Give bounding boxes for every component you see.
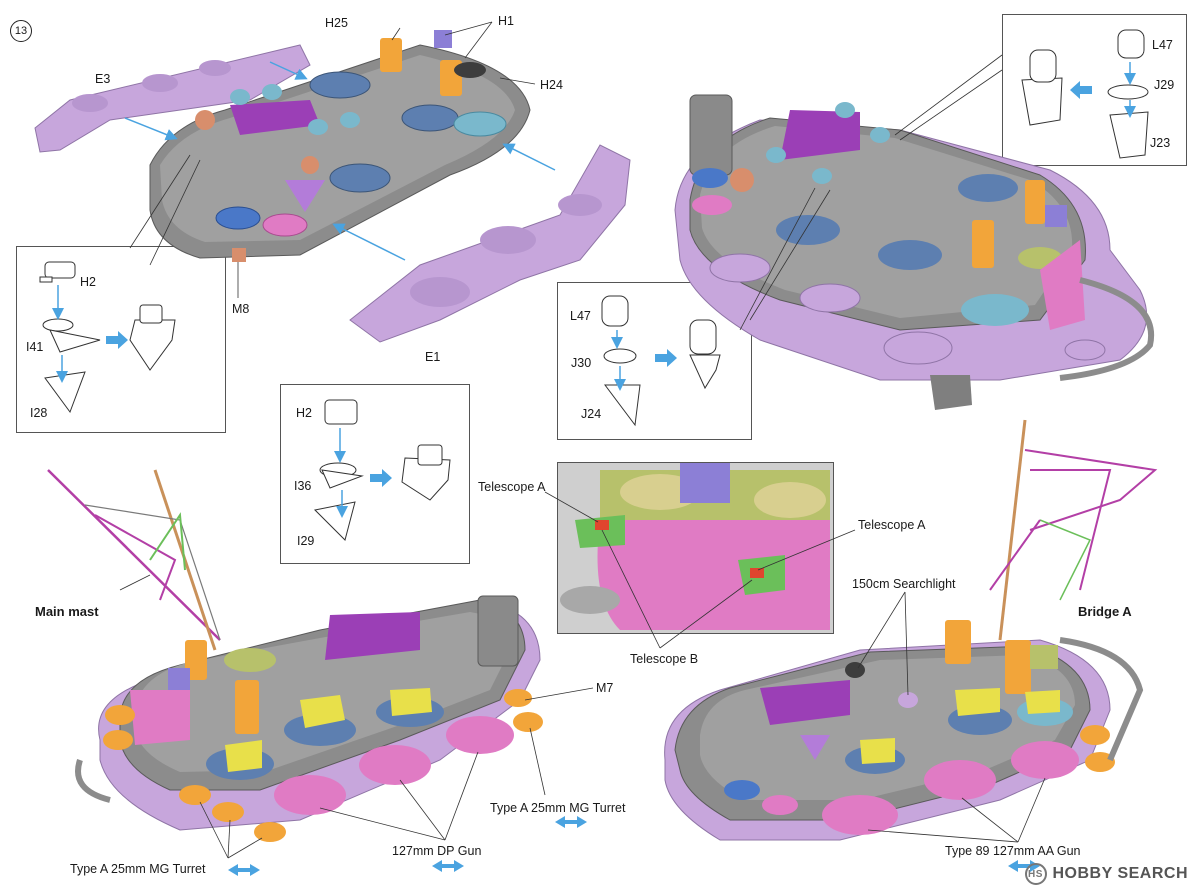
- label-h2-a: H2: [80, 275, 96, 289]
- bottom-right-assembly: [664, 419, 1158, 872]
- detail-h2-i36-drawing: [313, 399, 451, 541]
- step-number: 13: [10, 20, 32, 42]
- detail-h2-i41-drawing: [39, 261, 176, 414]
- label-j29: J29: [1154, 78, 1175, 92]
- label-type-a-25mm-left: Type A 25mm MG Turret: [70, 862, 206, 876]
- label-h1: H1: [498, 14, 514, 28]
- label-m7: M7: [596, 681, 614, 695]
- label-dp-gun: 127mm DP Gun: [392, 844, 482, 858]
- top-left-assembly: [34, 21, 631, 343]
- label-i36: I36: [294, 479, 312, 493]
- label-main-mast: Main mast: [35, 604, 99, 619]
- label-j23: J23: [1150, 136, 1171, 150]
- label-i41: I41: [26, 340, 44, 354]
- label-searchlight: 150cm Searchlight: [852, 577, 956, 591]
- label-telescope-a-2: Telescope A: [858, 518, 926, 532]
- hobby-search-logo-icon: HS: [1024, 863, 1047, 885]
- label-m8: M8: [232, 302, 250, 316]
- watermark-text: HOBBY SEARCH: [1052, 865, 1188, 882]
- label-l47-b: L47: [1152, 38, 1173, 52]
- label-i28: I28: [30, 406, 48, 420]
- label-i29: I29: [297, 534, 315, 548]
- label-type-a-25mm-right: Type A 25mm MG Turret: [490, 801, 626, 815]
- top-right-assembly: [674, 54, 1155, 410]
- watermark: HS HOBBY SEARCH: [1024, 863, 1189, 885]
- label-j30: J30: [571, 356, 592, 370]
- label-h2-b: H2: [296, 406, 312, 420]
- label-telescope-a-1: Telescope A: [478, 480, 546, 494]
- label-h25: H25: [325, 16, 348, 30]
- detail-l47-j30-drawing: [601, 295, 721, 427]
- label-h24: H24: [540, 78, 563, 92]
- bottom-left-assembly: [47, 469, 594, 876]
- label-bridge-a: Bridge A: [1078, 604, 1132, 619]
- label-e1: E1: [425, 350, 441, 364]
- detail-l47-j29-drawing: [1021, 29, 1149, 159]
- label-j24: J24: [581, 407, 602, 421]
- label-aa-gun: Type 89 127mm AA Gun: [945, 844, 1081, 858]
- label-e3: E3: [95, 72, 111, 86]
- label-l47-a: L47: [570, 309, 591, 323]
- label-telescope-b: Telescope B: [630, 652, 699, 666]
- telescope-inset-drawing: [544, 463, 856, 649]
